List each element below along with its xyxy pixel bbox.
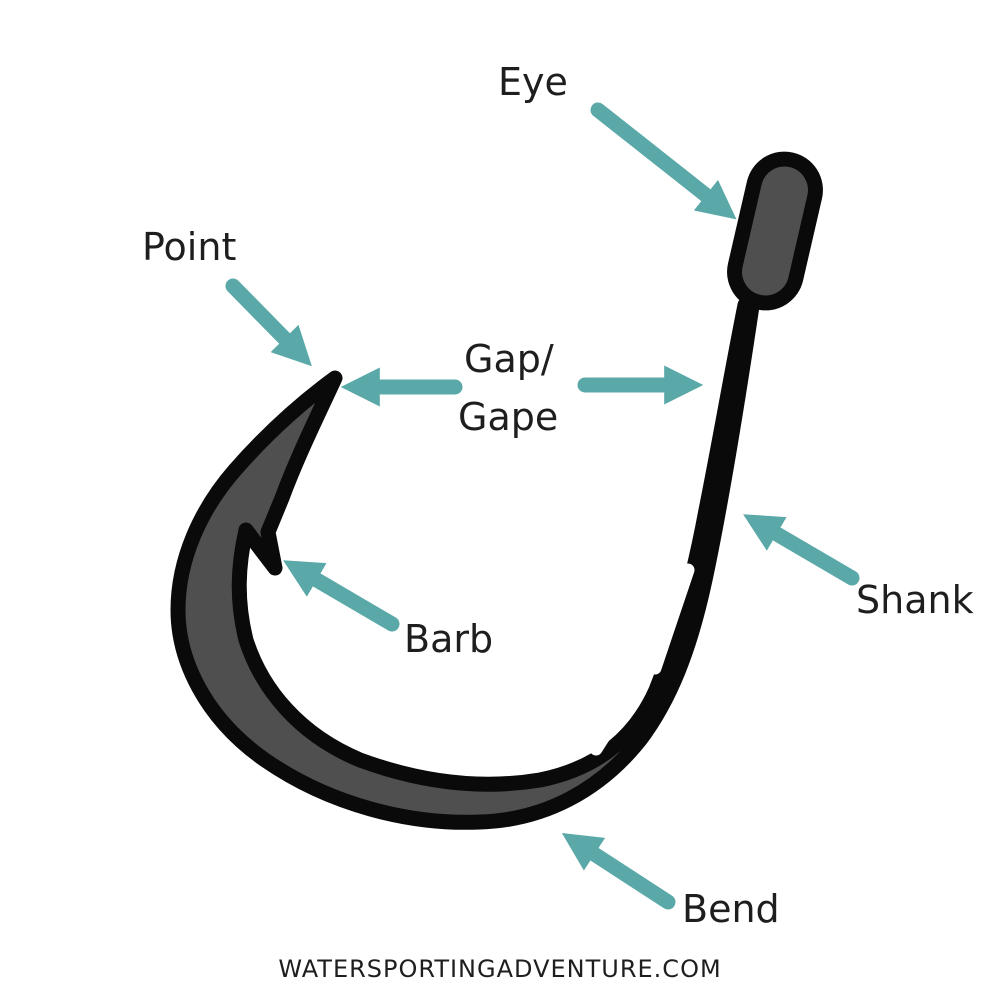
label-shank: Shank — [856, 578, 974, 622]
fish-hook — [170, 151, 823, 830]
shank-arrow — [743, 514, 860, 586]
label-gap-line1: Gap/ — [464, 337, 554, 381]
hook-eye — [727, 151, 823, 311]
barb-arrow — [283, 560, 400, 632]
footer-website: WATERSPORTINGADVENTURE.COM — [278, 955, 721, 983]
label-bend: Bend — [682, 887, 780, 931]
label-gap-line2: Gape — [458, 395, 558, 439]
point-arrow — [225, 278, 312, 367]
hook-body — [170, 297, 760, 830]
bend-arrow — [561, 832, 676, 910]
arrows — [225, 102, 860, 910]
label-barb: Barb — [404, 617, 493, 661]
highlight-dot-2 — [589, 731, 610, 756]
eye-arrow — [590, 102, 737, 220]
highlight-dot-1 — [617, 687, 640, 717]
label-eye: Eye — [498, 60, 568, 104]
highlight-long — [648, 563, 695, 675]
label-point: Point — [142, 225, 236, 269]
